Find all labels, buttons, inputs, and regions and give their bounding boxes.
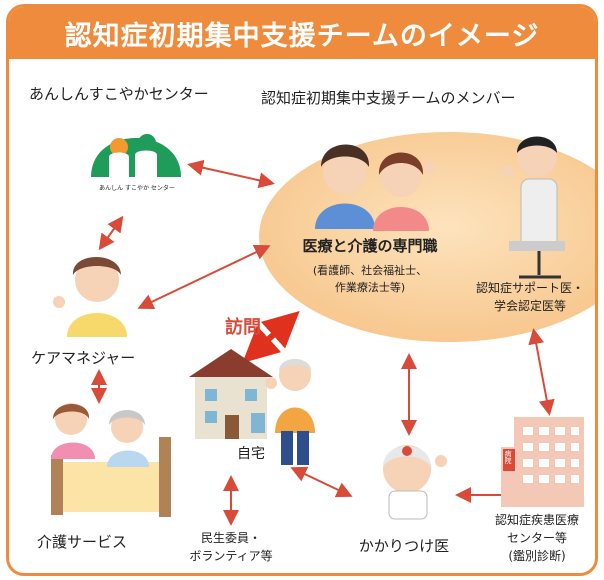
arrow-center-caremanager bbox=[98, 215, 124, 251]
team-core-detail-1: (看護師、社会福祉士、 bbox=[312, 264, 428, 277]
dementia-center-line2: センター等 bbox=[506, 531, 567, 545]
elderly-man-icon bbox=[265, 359, 315, 465]
team-core-title: 医療と介護の専門職 bbox=[302, 237, 438, 255]
team-core-detail-2: 作業療法士等) bbox=[334, 281, 406, 294]
hospital-sign: 病院 bbox=[504, 450, 512, 464]
diagram-canvas bbox=[51, 132, 595, 526]
support-doctor-line2: 学会認定医等 bbox=[493, 299, 566, 313]
arrow-team-caremanager bbox=[137, 244, 271, 310]
diagram-frame: 認知症初期集中支援チームのイメージ bbox=[6, 4, 598, 576]
hospital-icon bbox=[501, 417, 584, 507]
visit-label: 訪問 bbox=[225, 317, 261, 338]
home-label: 自宅 bbox=[237, 446, 265, 462]
welfare-line2: ボランティア等 bbox=[189, 549, 273, 563]
care-service-label: 介護サービス bbox=[37, 533, 128, 551]
dementia-center-line3: (鑑別診断) bbox=[508, 549, 566, 563]
house-icon bbox=[189, 349, 273, 439]
dementia-center-line1: 認知症疾患医療 bbox=[494, 513, 579, 527]
connection-arrows bbox=[91, 159, 555, 526]
arrow-home-familydoctor bbox=[290, 466, 353, 498]
care-manager-icon bbox=[53, 257, 127, 337]
center-name: あんしんすこやかセンター bbox=[29, 85, 209, 103]
family-doctor-label: かかりつけ医 bbox=[358, 537, 450, 555]
welfare-line1: 民生委員・ bbox=[200, 531, 261, 545]
center-logo-text: あんしん すこやか センター bbox=[99, 185, 175, 192]
family-doctor-icon bbox=[383, 445, 447, 520]
page-title: 認知症初期集中支援チームのイメージ bbox=[9, 7, 595, 59]
support-doctor-line1: 認知症サポート医・ bbox=[475, 281, 584, 295]
support-doctor-icon bbox=[501, 136, 565, 279]
arrow-center-team bbox=[187, 159, 275, 189]
arrow-team-centerhosp bbox=[528, 328, 555, 416]
professionals-icon bbox=[315, 144, 436, 231]
visit-arrow bbox=[242, 310, 300, 364]
team-members-label: 認知症初期集中支援チームのメンバー bbox=[261, 89, 516, 107]
care-service-icon bbox=[51, 403, 171, 517]
care-manager-label: ケアマネジャー bbox=[31, 349, 136, 367]
center-logo-icon bbox=[91, 134, 181, 183]
